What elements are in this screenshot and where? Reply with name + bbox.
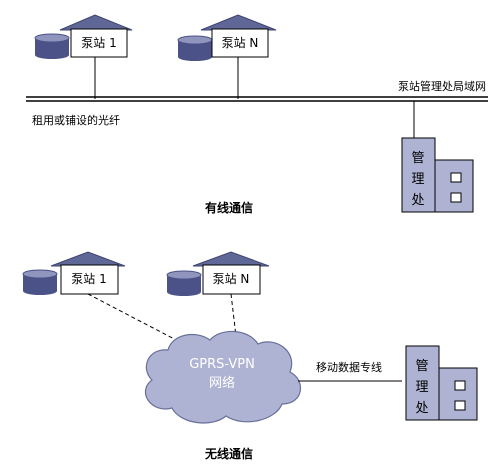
fiber-label: 租用或铺设的光纤 (32, 113, 120, 127)
station-label: 泵站 1 (81, 36, 116, 50)
window-icon (454, 380, 466, 391)
mobile-data-label: 移动数据专线 (316, 360, 382, 374)
wired-management-office: 管 理 处 (401, 137, 474, 213)
office-char: 理 (415, 380, 428, 395)
cloud-sublabel: 网络 (209, 375, 235, 391)
drum-icon (166, 270, 202, 296)
office-annex (438, 367, 478, 421)
lan-label: 泵站管理处局域网 (398, 79, 486, 93)
wireless-section: 泵站 1 泵站 N GPRS-VPN 网络 移动数据专线 (22, 251, 478, 461)
wireless-station-1: 泵站 1 (22, 251, 126, 295)
roof-icon (200, 14, 277, 31)
cloud-label: GPRS-VPN (189, 357, 255, 372)
window-icon (450, 172, 462, 183)
office-building (401, 137, 436, 213)
station-label: 泵站 1 (71, 272, 106, 286)
office-char: 管 (411, 151, 424, 166)
wired-station-1: 泵站 1 (34, 14, 133, 59)
window-icon (450, 192, 462, 203)
station-box (60, 264, 119, 295)
wireless-caption: 无线通信 (204, 446, 253, 461)
cloud-icon: GPRS-VPN 网络 (145, 330, 301, 424)
wired-section: 泵站 1 泵站 N 泵站管理处局域网 租用或铺设的光纤 管 理 处 有线通 (26, 14, 488, 215)
station-box (211, 28, 269, 58)
station-box (70, 28, 128, 58)
wired-caption: 有线通信 (205, 200, 253, 215)
roof-icon (50, 251, 126, 267)
drum-icon (34, 33, 70, 59)
office-char: 管 (415, 359, 428, 374)
drum-icon (177, 35, 213, 61)
roof-icon (59, 14, 133, 31)
wireless-link-n (230, 293, 237, 337)
wireless-management-office: 管 理 处 (405, 345, 478, 421)
wired-station-n: 泵站 N (177, 14, 277, 61)
station-label: 泵站 N (213, 272, 250, 286)
station-label: 泵站 N (222, 36, 259, 50)
office-char: 理 (411, 172, 424, 187)
lan-bus-line (26, 96, 488, 102)
drum-icon (22, 269, 58, 295)
station-box (202, 264, 261, 295)
office-char: 处 (411, 193, 424, 208)
office-annex (434, 159, 474, 213)
window-icon (454, 400, 466, 411)
wireless-link-1 (87, 293, 181, 343)
office-char: 处 (415, 401, 428, 416)
roof-icon (192, 251, 270, 267)
wireless-station-n: 泵站 N (166, 251, 270, 296)
